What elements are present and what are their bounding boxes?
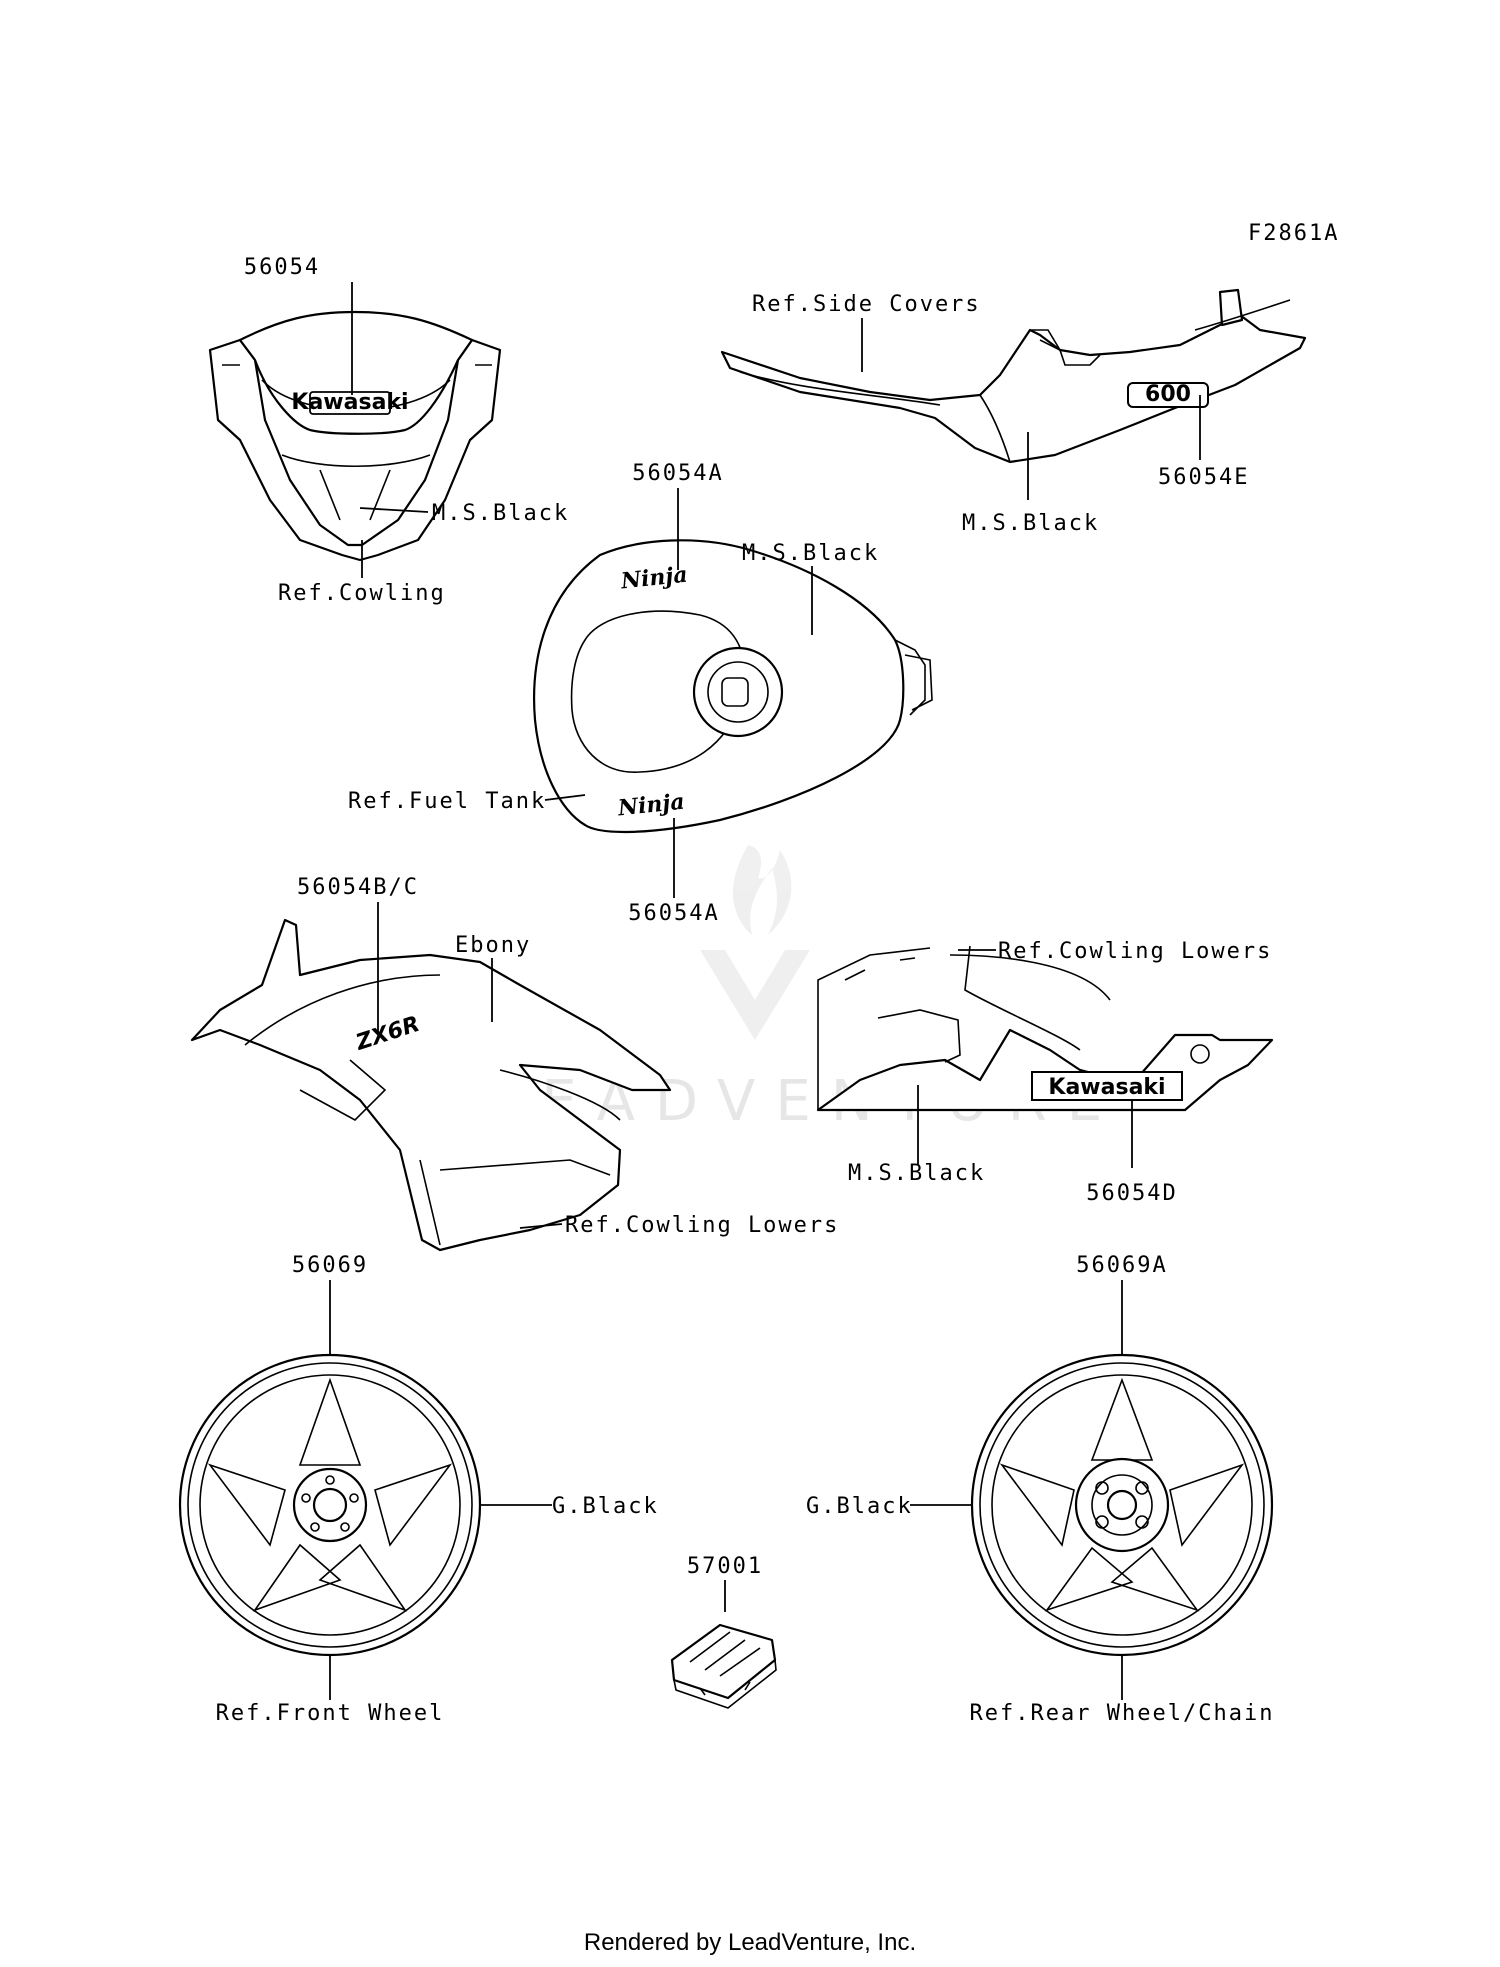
callout-56054e: 56054E: [1158, 465, 1249, 490]
label-ref-fuel-tank: Ref.Fuel Tank: [348, 789, 546, 814]
callout-56054: 56054: [244, 255, 320, 280]
label-ms-black-lower: M.S.Black: [848, 1161, 985, 1186]
leader-ref-fuel-tank: [544, 794, 586, 801]
label-ref-rear-wheel: Ref.Rear Wheel/Chain: [970, 1701, 1275, 1726]
kawasaki-decal-cowl: [309, 391, 391, 415]
label-ref-cowling-lowers-right: Ref.Cowling Lowers: [998, 939, 1272, 964]
v-logo-icon: [700, 950, 810, 1040]
footer-credit: Rendered by LeadVenture, Inc.: [584, 1929, 916, 1956]
kawasaki-decal-lower: [1031, 1071, 1183, 1101]
seat-cowl: 600: [720, 288, 1307, 464]
fuel-cap: [692, 646, 784, 738]
clip-part: [670, 1623, 777, 1709]
label-ebony: Ebony: [455, 933, 531, 958]
leader-ref-cowling-lowers-left: [519, 1223, 563, 1229]
label-ms-black-cowling: M.S.Black: [432, 501, 569, 526]
fuel-tank: Ninja Ninja: [533, 539, 933, 834]
upper-cowling: Kawasaki: [208, 310, 502, 562]
kawasaki-decal-cowl-text: Kawasaki: [291, 390, 408, 415]
callout-56054a-bottom: 56054A: [628, 901, 719, 926]
label-ref-side-covers: Ref.Side Covers: [752, 292, 981, 317]
label-ms-black-tank: M.S.Black: [742, 541, 879, 566]
label-g-black-rear: G.Black: [806, 1494, 913, 1519]
callout-57001: 57001: [687, 1554, 763, 1579]
label-ms-black-tail: M.S.Black: [962, 511, 1099, 536]
kawasaki-decal-lower-text: Kawasaki: [1048, 1075, 1165, 1100]
label-ref-front-wheel: Ref.Front Wheel: [216, 1701, 445, 1726]
front-wheel: [178, 1353, 482, 1657]
six-hundred-decal-text: 600: [1145, 382, 1191, 407]
callout-56069a: 56069A: [1076, 1253, 1167, 1278]
side-fairing: ZX6R: [190, 918, 672, 1252]
callout-56054a-top: 56054A: [632, 461, 723, 486]
flame-icon: [732, 845, 792, 935]
rear-wheel: [970, 1353, 1274, 1657]
label-g-black-front: G.Black: [552, 1494, 659, 1519]
callout-56054d: 56054D: [1086, 1181, 1177, 1206]
lower-fairing: Kawasaki: [816, 945, 1274, 1112]
callout-56054bc: 56054B/C: [297, 875, 419, 900]
label-ref-cowling: Ref.Cowling: [278, 581, 446, 606]
label-ref-cowling-lowers-left: Ref.Cowling Lowers: [565, 1213, 839, 1238]
callout-56069: 56069: [292, 1253, 368, 1278]
leader-ms-black-cowling: [359, 507, 429, 513]
figure-code: F2861A: [1248, 221, 1339, 246]
six-hundred-decal: [1127, 382, 1209, 408]
